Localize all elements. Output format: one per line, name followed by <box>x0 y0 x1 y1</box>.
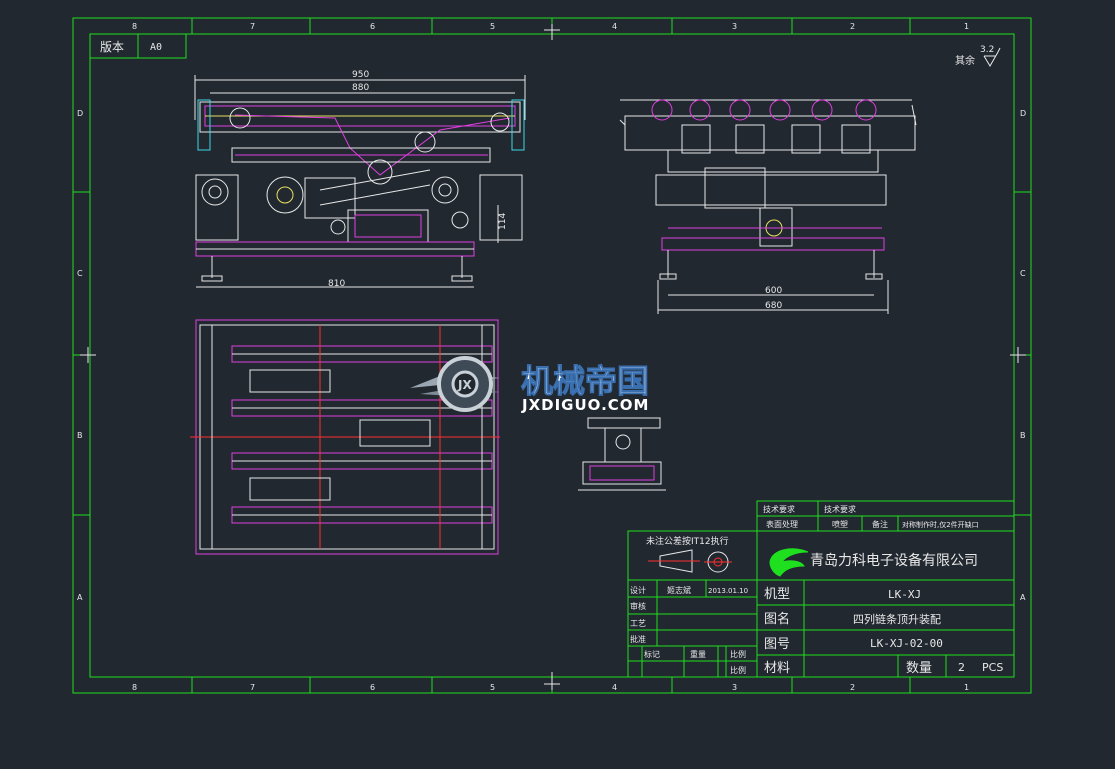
svg-text:1: 1 <box>964 22 969 31</box>
svg-text:6: 6 <box>370 683 375 692</box>
dim-600: 600 <box>765 286 782 296</box>
scale2-label: 比例 <box>730 665 746 675</box>
tech-req-value: 技术要求 <box>824 504 856 514</box>
qty-value: 2 <box>958 661 965 674</box>
scale-label: 比例 <box>730 649 746 659</box>
design-date: 2013.01.10 <box>708 587 748 595</box>
mark-label: 标记 <box>644 649 660 659</box>
weight-label: 重量 <box>690 649 706 659</box>
approve-label: 批准 <box>630 634 646 644</box>
inner-frame <box>89 33 1015 678</box>
svg-text:7: 7 <box>250 22 255 31</box>
svg-text:6: 6 <box>370 22 375 31</box>
watermark-title: 机械帝国 <box>521 362 649 400</box>
svg-text:B: B <box>77 431 83 440</box>
qty-label: 数量 <box>906 661 932 676</box>
tolerance-note: 未注公差按IT12执行 <box>646 535 729 547</box>
svg-text:5: 5 <box>490 683 495 692</box>
svg-text:1: 1 <box>964 683 969 692</box>
name-label: 图名 <box>764 611 790 627</box>
svg-text:4: 4 <box>612 22 617 31</box>
model-label: 机型 <box>764 587 790 602</box>
side-view: 600 680 <box>619 99 917 314</box>
top-view <box>190 319 500 555</box>
svg-text:2: 2 <box>850 22 855 31</box>
svg-text:D: D <box>1020 109 1026 118</box>
version-value: A0 <box>150 42 162 53</box>
surface-label: 表面处理 <box>766 519 798 529</box>
svg-text:5: 5 <box>490 22 495 31</box>
svg-text:4: 4 <box>612 683 617 692</box>
svg-text:8: 8 <box>132 683 137 692</box>
svg-text:A: A <box>77 593 83 602</box>
watermark-url: JXDIGUO.COM <box>521 396 649 414</box>
svg-text:2: 2 <box>850 683 855 692</box>
svg-text:C: C <box>77 269 83 278</box>
svg-text:JX: JX <box>457 378 472 392</box>
watermark: JX 机械帝国 JXDIGUO.COM <box>410 356 650 414</box>
dim-680: 680 <box>765 301 782 311</box>
version-label: 版本 <box>100 40 124 54</box>
design-label: 设计 <box>630 585 646 595</box>
svg-text:7: 7 <box>250 683 255 692</box>
zone-ticks <box>73 18 1031 693</box>
number-label: 图号 <box>764 637 790 652</box>
svg-text:A: A <box>1020 593 1026 602</box>
svg-text:3: 3 <box>732 683 737 692</box>
qty-unit: PCS <box>982 661 1003 674</box>
svg-text:3: 3 <box>732 22 737 31</box>
svg-text:8: 8 <box>132 22 137 31</box>
check-label: 审核 <box>630 601 646 611</box>
title-block <box>627 500 1015 678</box>
dim-114: 114 <box>498 213 508 230</box>
roughness-symbol: 3.2 其余 <box>955 45 1001 67</box>
svg-text:C: C <box>1020 269 1026 278</box>
svg-text:D: D <box>77 109 83 118</box>
process-label: 工艺 <box>630 619 646 628</box>
designer: 姬志斌 <box>667 585 691 595</box>
svg-text:其余: 其余 <box>955 54 975 67</box>
company-name: 青岛力科电子设备有限公司 <box>810 552 978 569</box>
dim-950: 950 <box>352 70 369 80</box>
surface-value: 喷塑 <box>832 519 848 529</box>
tech-req-label: 技术要求 <box>763 504 795 514</box>
svg-text:3.2: 3.2 <box>980 45 994 55</box>
drawing-number-value: LK-XJ-02-00 <box>870 637 943 650</box>
front-view: 950 880 114 <box>194 70 526 289</box>
detail-view <box>578 417 666 491</box>
company-logo-icon <box>769 548 809 577</box>
remark-label: 备注 <box>872 519 888 529</box>
dim-880: 880 <box>352 83 369 93</box>
model-value: LK-XJ <box>888 588 921 601</box>
remark-value: 对称制作时,仅2件开缺口 <box>902 520 979 529</box>
svg-text:B: B <box>1020 431 1026 440</box>
dim-810: 810 <box>328 279 345 289</box>
material-label: 材料 <box>764 661 790 676</box>
zone-labels: 8 7 6 5 4 3 2 1 8 7 6 5 4 3 2 1 D C B A … <box>77 22 1026 692</box>
drawing-name-value: 四列链条顶升装配 <box>853 612 941 626</box>
